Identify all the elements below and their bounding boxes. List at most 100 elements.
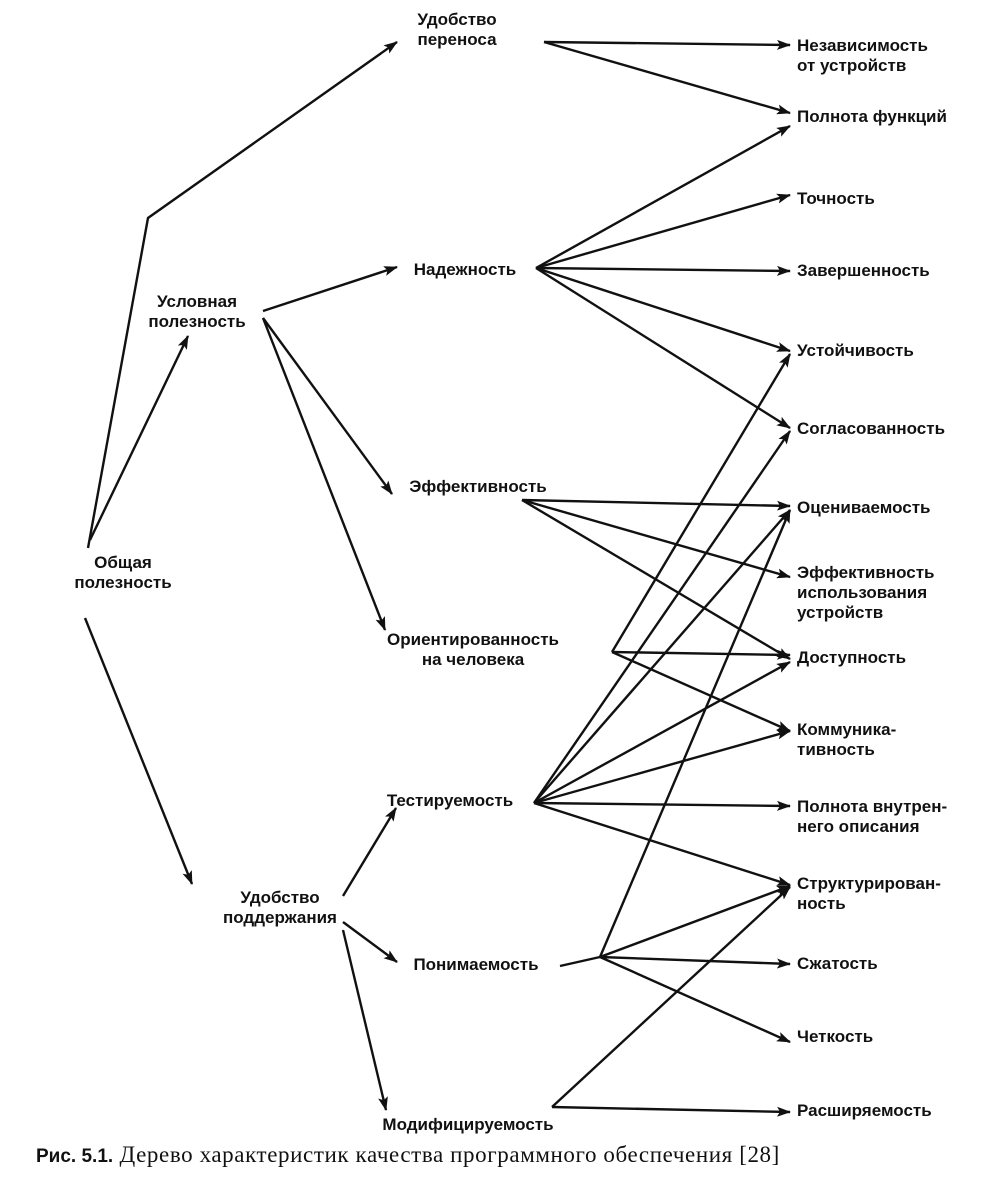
node-soglasovannost: Согласованность <box>797 419 945 438</box>
node-label-line: Четкость <box>797 1027 873 1046</box>
node-label-line: Модифицируемость <box>382 1115 553 1134</box>
node-label-line: использования <box>797 583 927 602</box>
node-testiruemost: Тестируемость <box>387 791 513 810</box>
node-nadezhnost: Надежность <box>414 260 516 279</box>
edge-ponimaemost-connector <box>559 955 601 968</box>
edge-testiruemost-to-dostupnost <box>533 660 791 805</box>
node-label-line: переноса <box>417 30 497 49</box>
node-polnota-opisaniya: Полнота внутрен-него описания <box>797 797 947 836</box>
edge-ponimaemost-to-chetkost <box>599 955 791 1044</box>
edge-obshchaya-to-udobstvo-podderzhaniya <box>83 617 194 885</box>
edge-podderzhanie-to-ponimaemost <box>342 921 398 963</box>
node-tochnost: Точность <box>797 189 875 208</box>
node-label-line: Общая <box>94 553 152 572</box>
node-modificiruemost: Модифицируемость <box>382 1115 553 1134</box>
node-label-line: поддержания <box>223 908 337 927</box>
edge-ponimaemost-to-szhatost <box>599 955 791 969</box>
node-label-line: Тестируемость <box>387 791 513 810</box>
node-label-line: Согласованность <box>797 419 945 438</box>
edge-effektivnost-to-effektivnost-ispolzovaniya <box>521 498 791 579</box>
node-label-line: Полнота внутрен- <box>797 797 947 816</box>
node-label-line: Независимость <box>797 36 928 55</box>
node-strukturirovannost: Структурирован-ность <box>797 874 941 913</box>
edge-nadezhnost-to-ustoychivost <box>535 266 791 353</box>
node-label-line: Эффективность <box>797 563 934 582</box>
node-label-line: него описания <box>797 817 920 836</box>
node-ustoychivost: Устойчивость <box>797 341 914 360</box>
node-label-line: Доступность <box>797 648 906 667</box>
edge-orientirovannost-to-ustoychivost <box>610 353 792 653</box>
edge-testiruemost-to-kommunikativnost <box>533 729 791 805</box>
edge-obshchaya-to-udobstvo-perenosa <box>86 41 398 549</box>
node-label-line: Расширяемость <box>797 1101 932 1120</box>
node-label-line: Условная <box>157 292 237 311</box>
edge-uslovnaya-to-orientirovannost <box>261 317 387 631</box>
edge-modificiruemost-to-strukturirovannost <box>551 886 791 1108</box>
edge-ponimaemost-to-ocenivaemost <box>598 509 792 958</box>
node-effektivnost: Эффективность <box>409 477 546 496</box>
edge-nadezhnost-to-soglasovannost <box>535 266 791 430</box>
node-label-line: полезность <box>74 573 171 592</box>
node-label-line: Устойчивость <box>797 341 914 360</box>
node-label-line: Эффективность <box>409 477 546 496</box>
node-rasshiryaemost: Расширяемость <box>797 1101 932 1120</box>
edge-nadezhnost-to-tochnost <box>535 193 791 270</box>
edge-orientirovannost-to-dostupnost <box>611 649 791 660</box>
node-polnota-funkciy: Полнота функций <box>797 107 947 126</box>
edges-layer <box>83 39 792 1117</box>
edge-testiruemost-to-polnota-opisaniya <box>533 800 791 811</box>
node-chetkost: Четкость <box>797 1027 873 1046</box>
node-label-line: Надежность <box>414 260 516 279</box>
node-dostupnost: Доступность <box>797 648 906 667</box>
node-label-line: Удобство <box>417 10 496 29</box>
edge-testiruemost-to-soglasovannost <box>533 430 791 804</box>
node-label-line: Сжатость <box>797 954 878 973</box>
node-label-line: полезность <box>148 312 245 331</box>
edge-nadezhnost-to-polnota-funkciy <box>535 124 791 270</box>
edge-effektivnost-to-ocenivaemost <box>521 498 791 511</box>
edge-perenos-to-polnota-funkciy <box>543 40 791 115</box>
node-label-line: Завершенность <box>797 261 930 280</box>
node-label-line: Точность <box>797 189 875 208</box>
edge-orientirovannost-to-kommunikativnost <box>611 650 791 733</box>
edge-nadezhnost-to-zavershennost <box>535 265 791 276</box>
node-label-line: Коммуника- <box>797 720 896 739</box>
node-label-line: от устройств <box>797 56 906 75</box>
node-label-line: Полнота функций <box>797 107 947 126</box>
node-kommunikativnost: Коммуника-тивность <box>797 720 896 759</box>
node-label-line: устройств <box>797 603 883 622</box>
edge-podderzhanie-to-modificiruemost <box>341 929 388 1111</box>
edge-obshchaya-to-uslovnaya <box>88 335 190 541</box>
node-label-line: Удобство <box>240 888 319 907</box>
edge-perenos-to-nezavisimost <box>543 39 791 50</box>
edge-testiruemost-to-strukturirovannost <box>533 801 791 887</box>
node-label-line: Оцениваемость <box>797 498 931 517</box>
edge-podderzhanie-to-testiruemost <box>341 807 398 897</box>
node-label-line: Структурирован- <box>797 874 941 893</box>
edge-uslovnaya-to-effektivnost <box>262 317 393 495</box>
node-label-line: Ориентированность <box>387 630 559 649</box>
node-label-line: тивность <box>797 740 875 759</box>
edge-ponimaemost-to-strukturirovannost <box>599 884 791 959</box>
figure-caption-text: Дерево характеристик качества программно… <box>119 1142 780 1167</box>
node-zavershennost: Завершенность <box>797 261 930 280</box>
node-ponimaemost: Понимаемость <box>413 955 538 974</box>
edge-testiruemost-to-ocenivaemost <box>533 509 791 804</box>
node-label-line: Понимаемость <box>413 955 538 974</box>
node-ocenivaemost: Оцениваемость <box>797 498 931 517</box>
edge-uslovnaya-to-nadezhnost <box>262 265 398 313</box>
edge-modificiruemost-to-rasshiryaemost <box>551 1105 791 1117</box>
figure-caption: Рис. 5.1. Дерево характеристик качества … <box>36 1142 986 1168</box>
figure-caption-label: Рис. 5.1. <box>36 1146 114 1167</box>
node-label-line: ность <box>797 894 846 913</box>
